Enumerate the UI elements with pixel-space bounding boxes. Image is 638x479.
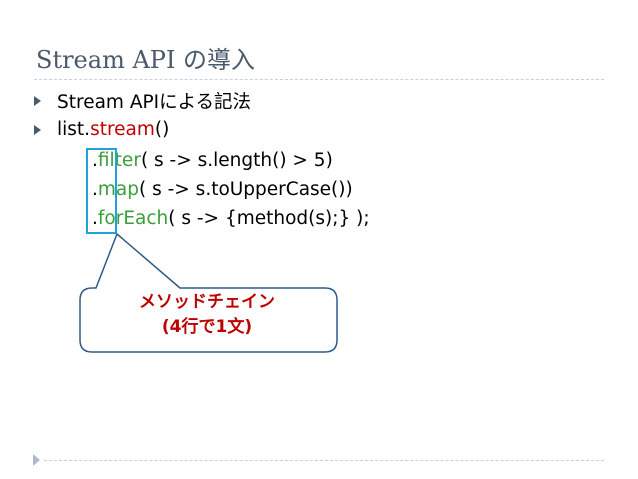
code-line-3: .map( s -> s.toUpperCase()) (92, 179, 353, 200)
code-rest: ( s -> {method(s);} ); (168, 208, 370, 229)
code-method-map: map (97, 179, 139, 200)
code-dot: . (92, 179, 98, 200)
bullet-arrow-icon (34, 124, 41, 135)
code-dot: . (92, 150, 98, 171)
bullet-item-2: list.stream() (34, 119, 169, 140)
code-suffix: () (154, 119, 170, 140)
code-prefix: list. (57, 119, 91, 140)
code-dot: . (92, 208, 98, 229)
bullet-text: Stream APIによる記法 (57, 92, 252, 113)
code-line-2: .filter( s -> s.length() > 5) (92, 150, 333, 171)
title-divider (34, 79, 604, 80)
code-method-filter: filter (97, 150, 141, 171)
footer-arrow-icon (33, 454, 40, 466)
callout-line-2: (4行で1文) (161, 317, 253, 337)
code-rest: ( s -> s.length() > 5) (140, 150, 333, 171)
method-chain-highlight (86, 148, 117, 234)
slide-title: Stream API の導入 (36, 46, 256, 74)
bullet-arrow-icon (34, 96, 41, 106)
code-method-stream: stream (90, 119, 155, 140)
code-rest: ( s -> s.toUpperCase()) (139, 179, 353, 200)
callout-line-1: メソッドチェイン (139, 292, 275, 312)
footer-divider (44, 460, 604, 461)
code-line-1: list.stream() (57, 119, 169, 140)
callout-label: メソッドチェイン (4行で1文) (78, 290, 336, 340)
bullet-item-1: Stream APIによる記法 (34, 88, 251, 114)
